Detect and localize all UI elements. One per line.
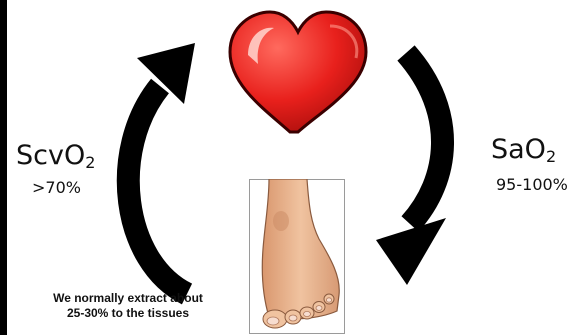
caption-line-2: 25-30% to the tissues <box>28 306 228 321</box>
foot-illustration <box>249 179 345 334</box>
scvo2-value: >70% <box>32 178 81 197</box>
scvo2-label: ScvO2 <box>16 140 95 171</box>
caption-line-1: We normally extract about <box>28 291 228 306</box>
sao2-value: 95-100% <box>496 175 568 194</box>
extraction-caption: We normally extract about 25-30% to the … <box>28 291 228 321</box>
sao2-label: SaO2 <box>491 134 556 165</box>
